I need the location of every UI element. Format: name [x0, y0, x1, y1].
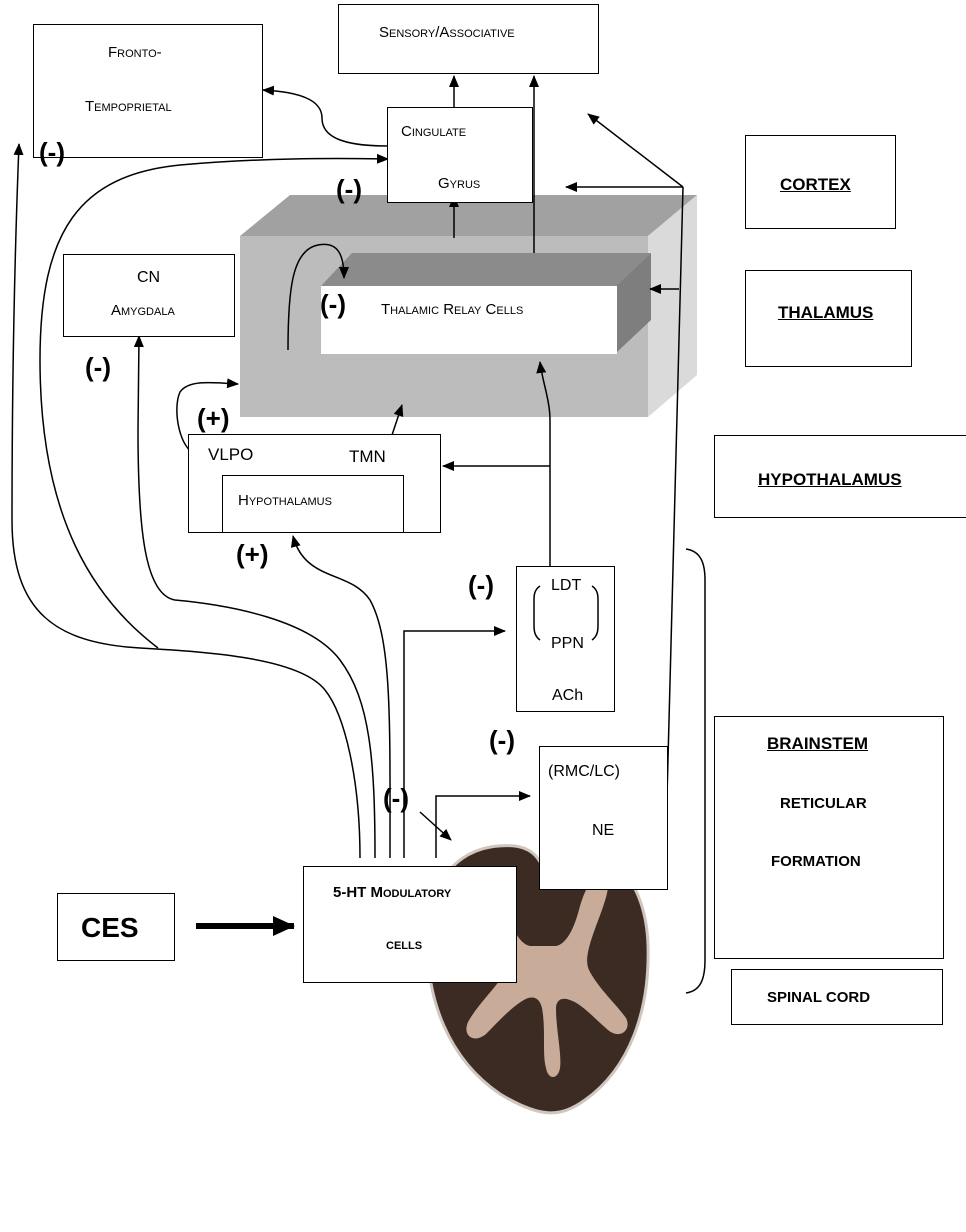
arrow-relay-loop: [287, 243, 349, 351]
block-top-face: [240, 195, 697, 236]
relay-minus-sign: (-): [320, 289, 346, 319]
relay-side-face: [616, 253, 651, 353]
rmc-lc-label: (RMC/LC): [548, 763, 620, 780]
arrow-5ht-to-ldt: [403, 626, 506, 858]
thalamus-region-box: THALAMUS: [745, 270, 912, 367]
fronto-tempoprietal-box: Fronto- Tempoprietal: [33, 24, 263, 158]
fronto-minus-sign: (-): [39, 137, 65, 167]
modulatory-label-line2: cells: [386, 936, 423, 953]
sensory-label: Sensory/Associative: [379, 24, 515, 41]
modulatory-cells-box: 5-HT Modulatory cells: [303, 866, 517, 983]
ne-label: NE: [592, 822, 615, 839]
ldt-right-paren: [591, 585, 599, 641]
arrow-to-cingulate-long: [39, 153, 389, 649]
arrow-cingulate-to-fronto: [262, 85, 389, 147]
hypothalamus-region-box: HYPOTHALAMUS: [714, 435, 966, 518]
fronto-label-line2: Tempoprietal: [85, 98, 172, 115]
cingulate-gyrus-box: Cingulate Gyrus: [387, 107, 533, 203]
arrow-to-amygdala: [133, 335, 376, 859]
vlpo-plus-sign: (+): [197, 403, 230, 433]
ldt-ppn-box: LDT PPN ACh: [516, 566, 615, 712]
cortex-region-box: CORTEX: [745, 135, 896, 229]
fronto-label-line1: Fronto-: [108, 44, 162, 61]
ces-box: CES: [57, 893, 175, 961]
reticular-region-label: RETICULAR: [780, 795, 867, 812]
ach-label: ACh: [552, 687, 584, 704]
arrow-5ht-to-rmc: [435, 791, 531, 858]
brainstem-region-label: BRAINSTEM: [767, 734, 869, 753]
ldt-left-paren: [533, 585, 541, 641]
brainstem-brace: [685, 548, 706, 994]
modulatory-label-line1: 5-HT Modulatory: [333, 884, 452, 901]
cortex-region-label: CORTEX: [780, 175, 851, 194]
tmn-label: TMN: [349, 447, 386, 466]
ppn-label: PPN: [551, 635, 584, 652]
cingulate-label: Cingulate: [401, 123, 467, 140]
cn-amygdala-box: CN Amygdala: [63, 254, 235, 337]
ces-label: CES: [81, 912, 139, 943]
spinal-minus-sign: (-): [383, 783, 409, 813]
arrow-5ht-to-spinal: [419, 811, 452, 841]
formation-region-label: FORMATION: [771, 853, 861, 870]
arrow-ne-to-sensory: [587, 113, 684, 188]
rmc-lc-box: (RMC/LC) NE: [539, 746, 668, 890]
rmc-minus-sign: (-): [489, 725, 515, 755]
arrow-hypothalamus-to-thalamus: [391, 404, 404, 436]
arrow-to-hypothalamus: [290, 535, 391, 859]
spinal-cord-region-box: SPINAL CORD: [731, 969, 943, 1025]
amygdala-label: Amygdala: [111, 302, 175, 319]
spinal-cord-region-label: SPINAL CORD: [767, 989, 871, 1006]
block-side-face: [648, 195, 697, 417]
arrow-ldt-to-relay: [536, 361, 551, 566]
sensory-associative-box: Sensory/Associative: [338, 4, 599, 74]
ldt-label: LDT: [551, 577, 582, 594]
hypothalamus-label: Hypothalamus: [238, 492, 332, 509]
cn-label: CN: [137, 269, 161, 286]
relay-top-face: [321, 253, 651, 286]
gyrus-label: Gyrus: [438, 175, 481, 192]
thalamus-region-label: THALAMUS: [778, 303, 874, 322]
hypothalamus-plus-sign: (+): [236, 539, 269, 569]
arrow-vlpo-loop: [176, 378, 239, 455]
amygdala-minus-sign: (-): [85, 352, 111, 382]
brainstem-region-box: BRAINSTEM RETICULAR FORMATION: [714, 716, 944, 959]
arrow-to-fronto-long: [11, 143, 361, 859]
cingulate-minus-sign: (-): [336, 174, 362, 204]
ldt-minus-sign: (-): [468, 570, 494, 600]
hypothalamus-region-label: HYPOTHALAMUS: [758, 470, 902, 489]
thalamic-relay-cells-box: Thalamic Relay Cells: [321, 286, 617, 354]
relay-label: Thalamic Relay Cells: [381, 301, 524, 318]
hypothalamus-inner-box: Hypothalamus: [222, 475, 404, 533]
vlpo-label: VLPO: [208, 445, 254, 464]
